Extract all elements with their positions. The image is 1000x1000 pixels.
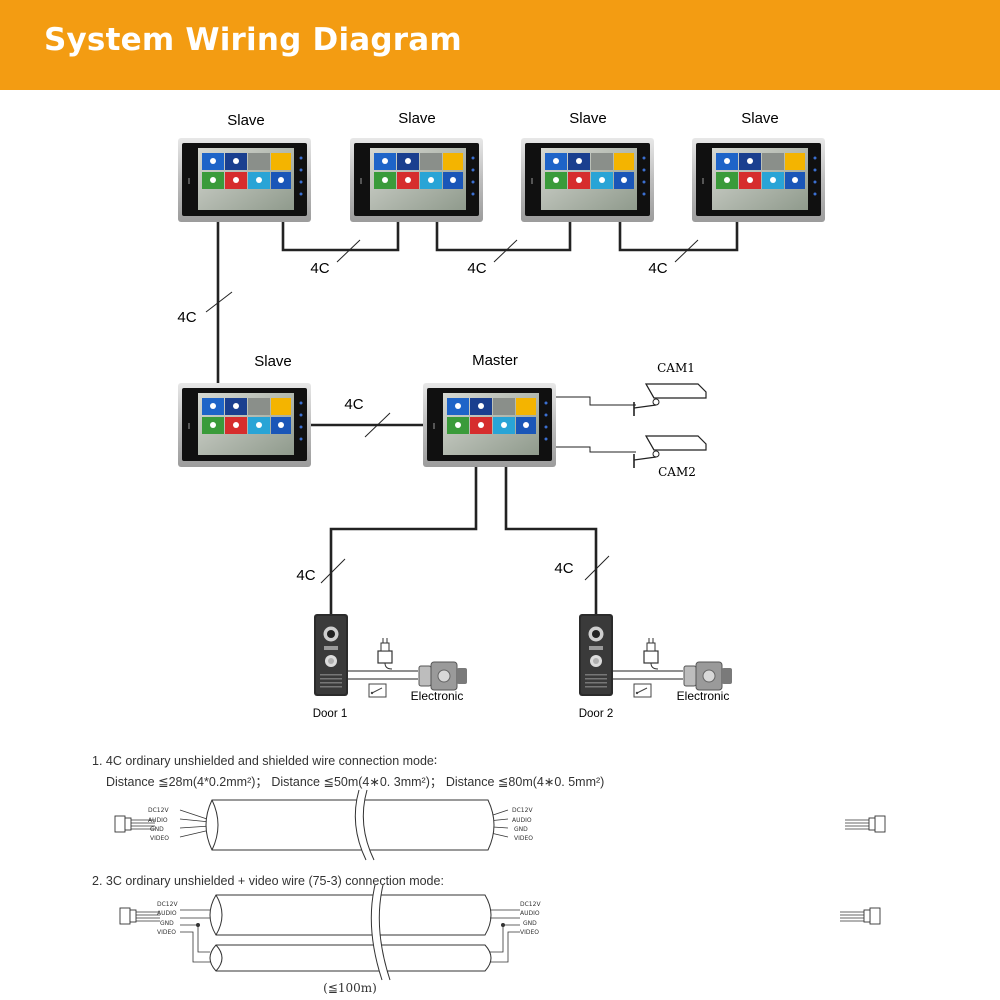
door-station-1 [314, 614, 348, 696]
cable1-pin-right-1: DC12V [512, 807, 533, 814]
cable1-pin-left-4: VIDEO [150, 835, 169, 842]
slave-monitor-middle [178, 383, 311, 467]
wire-label-top-1: 4C [310, 260, 329, 277]
door1-lock-wires [348, 670, 418, 680]
mode1-title: 1. 4C ordinary unshielded and shielded w… [92, 754, 438, 768]
cable-diagram-2: DC12V AUDIO GND VIDEO DC12V AUDIO GND VI… [119, 884, 881, 995]
camera-wires [556, 396, 636, 453]
door2-lock-wires [613, 670, 683, 680]
wire-label-door1: 4C [296, 567, 315, 584]
cable1-pin-right-3: GND [514, 826, 528, 833]
cable2-pin-left-1: DC12V [157, 901, 178, 908]
wire-label-top-3: 4C [648, 260, 667, 277]
cable2-pin-right-2: AUDIO [520, 910, 540, 917]
mode1-detail: Distance ≦28m(4*0.2mm²)； Distance ≦50m(4… [106, 775, 605, 789]
top-row-wires [281, 222, 739, 252]
cable1-pin-right-2: AUDIO [512, 817, 532, 824]
cable1-pin-left-2: AUDIO [148, 817, 168, 824]
exit-switch-2-icon [633, 683, 652, 698]
cable2-pin-right-4: VIDEO [520, 929, 539, 936]
cable2-distance: (≦100m) [323, 981, 377, 995]
cable-diagram-1: DC12V AUDIO GND VIDEO DC12V AUDIO GND VI… [114, 788, 886, 862]
slave-label-4: Slave [741, 110, 779, 127]
door2-lock-label: Electronic [677, 689, 730, 703]
master-monitor [423, 383, 556, 467]
wire-label-door2: 4C [554, 560, 573, 577]
power-adapter-1-icon [377, 637, 393, 670]
door1-lock-label: Electronic [411, 689, 464, 703]
camera-1-label: CAM1 [657, 361, 695, 375]
middle-wire-tick [364, 412, 391, 438]
page-title: System Wiring Diagram [44, 22, 462, 58]
door1-wire-tick [320, 558, 346, 584]
door-station-2 [579, 614, 613, 696]
power-adapter-2-icon [643, 637, 659, 670]
mode2-title: 2. 3C ordinary unshielded + video wire (… [92, 874, 444, 888]
slave-monitor-3 [521, 138, 654, 222]
vertical-wire-tick [205, 291, 233, 313]
slave-label-2: Slave [398, 110, 436, 127]
cable1-pin-left-1: DC12V [148, 807, 169, 814]
exit-switch-1-icon [368, 683, 387, 698]
electronic-lock-2-icon [683, 661, 733, 691]
cable2-pin-left-4: VIDEO [157, 929, 176, 936]
wire-label-top-2: 4C [467, 260, 486, 277]
header-bar: System Wiring Diagram [0, 0, 1000, 90]
cable1-pin-left-3: GND [150, 826, 164, 833]
cable2-pin-right-3: GND [523, 920, 537, 927]
camera-2-icon [633, 435, 707, 469]
cable1-pin-right-4: VIDEO [514, 835, 533, 842]
slave-monitor-1 [178, 138, 311, 222]
slave-label-middle: Slave [254, 353, 292, 370]
wire-label-vertical: 4C [177, 309, 196, 326]
door2-wire-tick [584, 555, 610, 581]
cable2-pin-right-1: DC12V [520, 901, 541, 908]
slave-monitor-4 [692, 138, 825, 222]
camera-1-icon [633, 383, 707, 417]
door1-label: Door 1 [313, 708, 348, 720]
electronic-lock-1-icon [418, 661, 468, 691]
wire-label-middle: 4C [344, 396, 363, 413]
slave-label-3: Slave [569, 110, 607, 127]
door-wires [329, 467, 598, 614]
cable2-pin-left-2: AUDIO [157, 910, 177, 917]
cable2-pin-left-3: GND [160, 920, 174, 927]
camera-2-label: CAM2 [658, 465, 696, 479]
door2-label: Door 2 [579, 708, 614, 720]
top-row-ticks [336, 239, 699, 263]
master-label: Master [472, 352, 518, 369]
slave-label-1: Slave [227, 112, 265, 129]
slave-monitor-2 [350, 138, 483, 222]
